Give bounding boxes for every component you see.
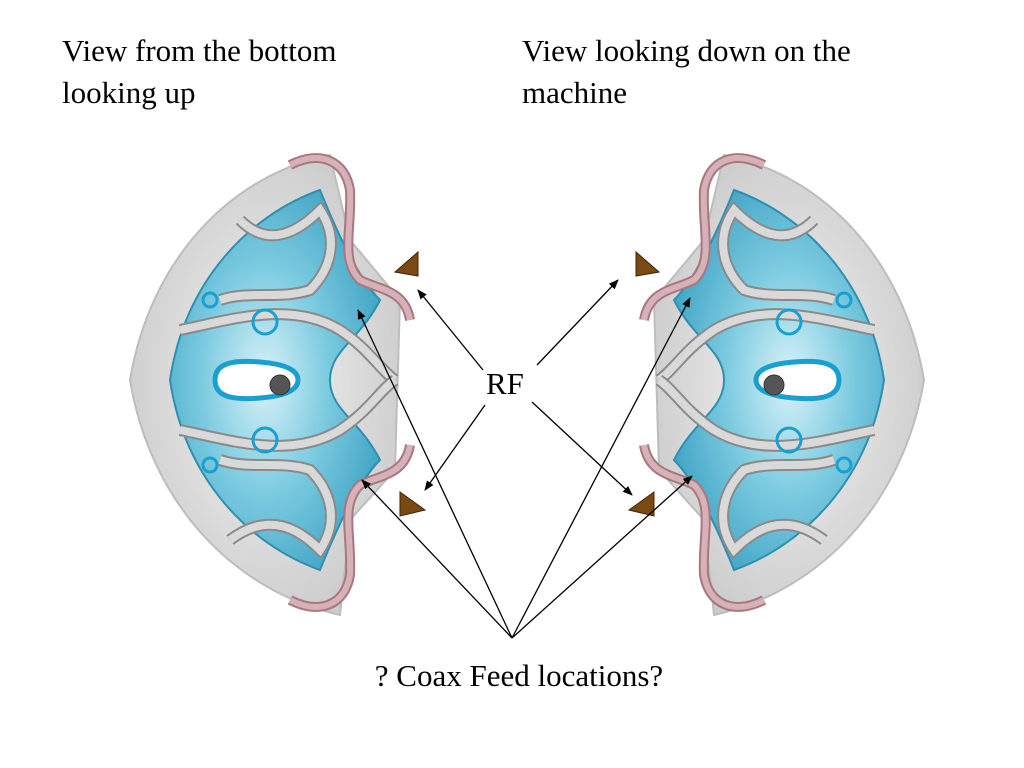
coax-feed-label: ? Coax Feed locations? <box>374 658 664 693</box>
coax-arrows <box>357 297 693 639</box>
caption-top-view: View looking down on the machine <box>522 33 851 110</box>
coil-pink <box>288 155 413 321</box>
rf-antenna <box>627 491 655 517</box>
rf-antenna <box>393 250 419 277</box>
coil-pink <box>641 444 766 610</box>
caption-bottom-view: View from the bottom looking up <box>62 33 337 110</box>
port-hole <box>269 374 291 396</box>
port-ring <box>201 456 219 474</box>
port-ring <box>201 291 219 309</box>
stellarator-top-view <box>627 153 926 617</box>
coil <box>719 203 836 304</box>
coil-pink <box>288 444 413 610</box>
coil <box>719 456 836 557</box>
stellarator-bottom-view <box>128 153 427 617</box>
port-ring <box>775 308 803 336</box>
coil <box>179 310 398 384</box>
coax-arrow <box>361 479 513 639</box>
coax-arrow <box>511 297 691 639</box>
coil <box>218 203 335 304</box>
rf-antenna <box>635 250 661 277</box>
rf-arrows <box>417 279 633 496</box>
rf-arrow <box>531 401 633 496</box>
coax-arrow <box>357 309 513 639</box>
port-ring <box>835 291 853 309</box>
rf-arrow <box>536 279 619 366</box>
port-ring <box>835 456 853 474</box>
port-hole <box>763 374 785 396</box>
coil <box>179 376 398 450</box>
port-ring <box>775 426 803 454</box>
rf-antenna <box>399 491 427 517</box>
rf-arrow <box>417 289 484 371</box>
coax-arrow <box>511 475 693 639</box>
coil <box>656 376 875 450</box>
port-ring <box>251 308 279 336</box>
coil-pink <box>641 155 766 321</box>
rf-label: RF <box>486 366 524 401</box>
coil <box>218 456 335 557</box>
port-ring <box>251 426 279 454</box>
coil <box>656 310 875 384</box>
rf-arrow <box>424 404 486 491</box>
